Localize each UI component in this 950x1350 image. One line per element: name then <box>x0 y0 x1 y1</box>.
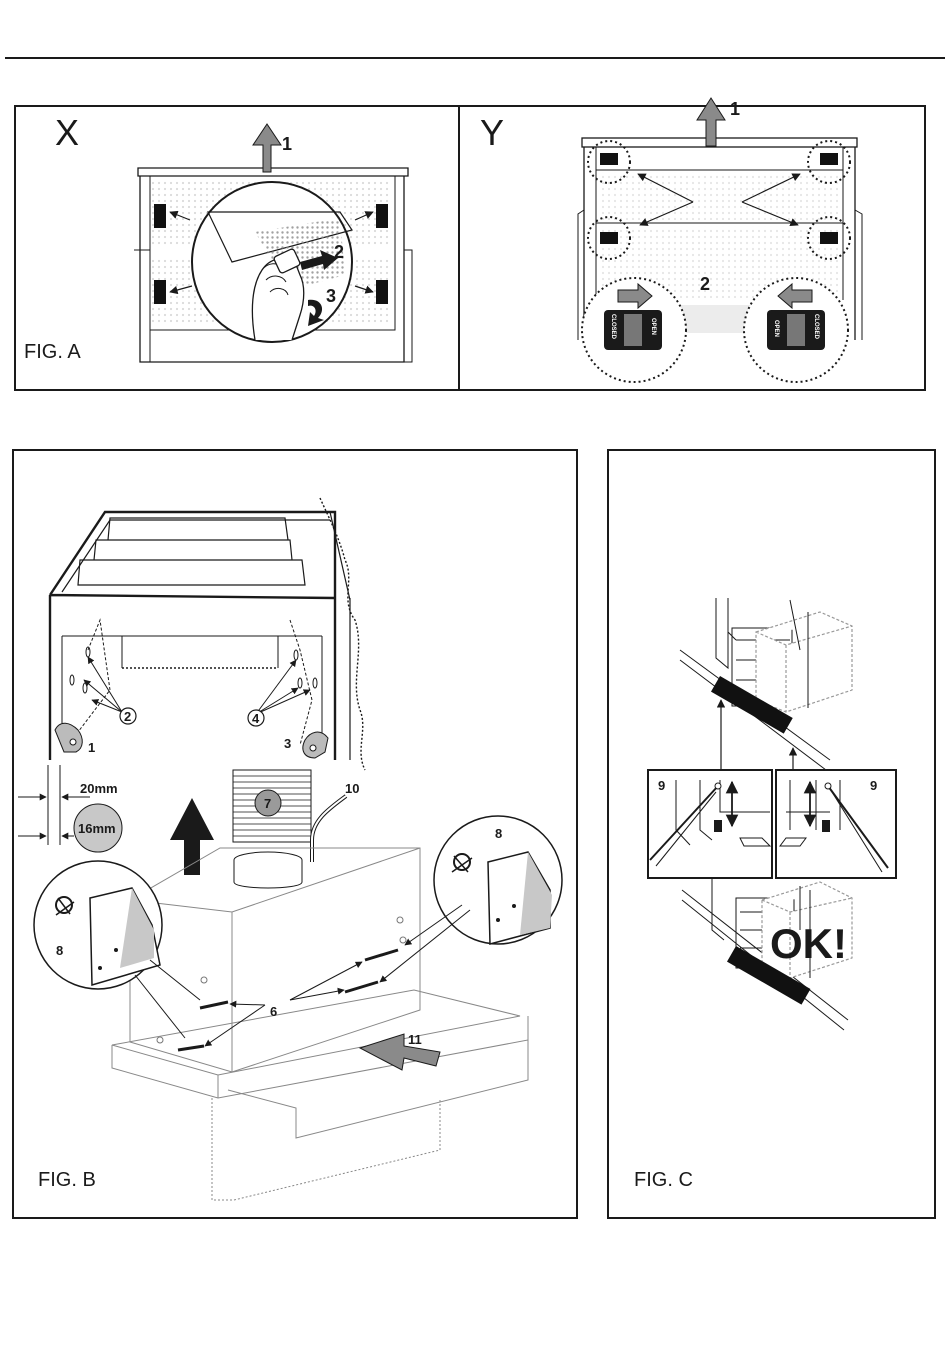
panel-x-letter: X <box>55 112 79 153</box>
callout-1: 1 <box>282 134 292 154</box>
callout-8: 8 <box>56 943 63 958</box>
fig-b-caption: FIG. B <box>38 1169 96 1191</box>
filter-clip <box>600 153 618 165</box>
hood-unit-top <box>756 612 852 712</box>
dimension-20mm: 20mm <box>80 781 118 796</box>
hood-y-top <box>582 138 857 147</box>
insert-arrow-up <box>170 798 214 875</box>
filter-clip <box>376 280 388 304</box>
flexible-duct: 7 <box>233 770 311 842</box>
callout-9-left: 9 <box>658 778 665 793</box>
filter-clip <box>154 280 166 304</box>
filter-clip <box>820 232 838 244</box>
filter-clip <box>376 204 388 228</box>
callout-6: 6 <box>270 1004 277 1019</box>
callout-3: 3 <box>284 736 291 751</box>
adjust-detail-left <box>648 770 772 878</box>
bracket-hook-left <box>55 723 82 752</box>
dimension-16mm: 16mm <box>78 821 116 836</box>
callout-11: 11 <box>408 1032 422 1047</box>
callout-1: 1 <box>88 740 95 755</box>
switch-open-label: OPEN <box>650 318 656 335</box>
slide-arrow <box>360 1034 440 1070</box>
switch-closed-label: CLOSED <box>610 314 616 340</box>
filter-clip <box>820 153 838 165</box>
power-cable <box>312 796 346 862</box>
adjust-detail-right <box>776 770 896 878</box>
panel-y-letter: Y <box>480 112 504 153</box>
callout-2: 2 <box>700 274 710 294</box>
callout-4: 4 <box>252 711 260 726</box>
lift-arrow-up <box>253 124 281 172</box>
wall-edge <box>320 498 365 770</box>
callout-7: 7 <box>264 796 271 811</box>
switch-closed-label: CLOSED <box>813 314 819 340</box>
callout-2: 2 <box>334 242 344 262</box>
callout-9-right: 9 <box>870 778 877 793</box>
bracket-hook-right <box>303 732 328 758</box>
panel-y: Y 1 2 CLOSED OPEN <box>480 98 862 382</box>
callout-8: 8 <box>495 826 502 841</box>
callout-10: 10 <box>345 781 359 796</box>
fixing-screws <box>178 950 398 1050</box>
callout-2: 2 <box>124 709 131 724</box>
hood-x-body <box>138 168 408 176</box>
filter-clip <box>154 204 166 228</box>
panel-x: X 1 2 3 FIG. A <box>24 112 412 363</box>
ok-label: OK! <box>770 920 847 967</box>
fig-c-panel: 9 9 OK! FIG. C <box>608 450 935 1218</box>
filter-clip <box>600 232 618 244</box>
fig-c-caption: FIG. C <box>634 1169 693 1191</box>
callout-3: 3 <box>326 286 336 306</box>
switch-open-label: OPEN <box>773 320 779 337</box>
fig-a-caption: FIG. A <box>24 341 81 363</box>
fig-b-panel: 2 4 1 3 20mm 16mm 7 10 <box>13 450 577 1218</box>
callout-1: 1 <box>730 99 740 119</box>
